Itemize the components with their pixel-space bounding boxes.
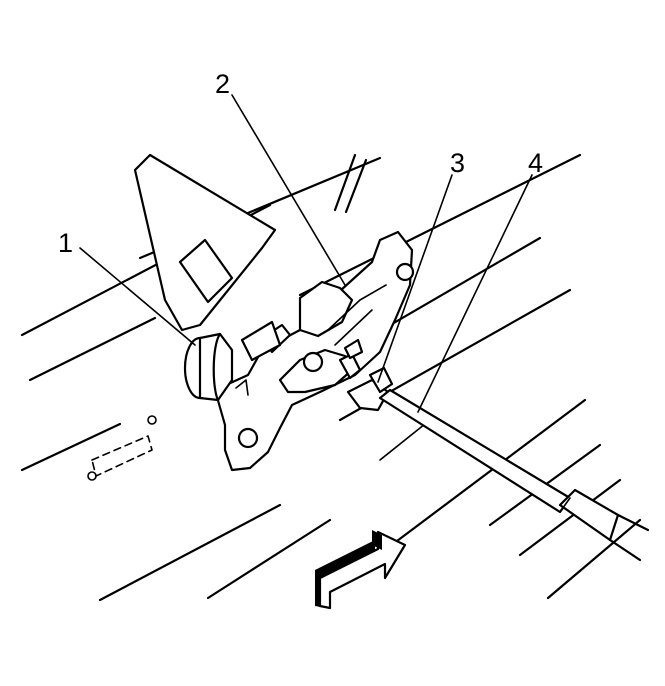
leader-line-1 [79, 247, 196, 346]
callout-3: 3 [450, 148, 465, 178]
callout-1: 1 [58, 228, 73, 258]
callouts: 1 2 3 4 [58, 69, 543, 258]
hidden-bracket-dashed [87, 415, 157, 481]
leader-line-2 [231, 94, 346, 286]
brake-cable [346, 366, 650, 562]
leader-line-4 [417, 174, 533, 413]
release-knob [183, 332, 234, 402]
callout-4: 4 [528, 148, 543, 178]
seat-bracket [133, 153, 368, 332]
leader-lines [79, 94, 533, 413]
leader-line-3 [377, 174, 453, 383]
lever-assembly [213, 230, 415, 472]
direction-arrow [315, 530, 407, 610]
callout-2: 2 [215, 69, 230, 99]
